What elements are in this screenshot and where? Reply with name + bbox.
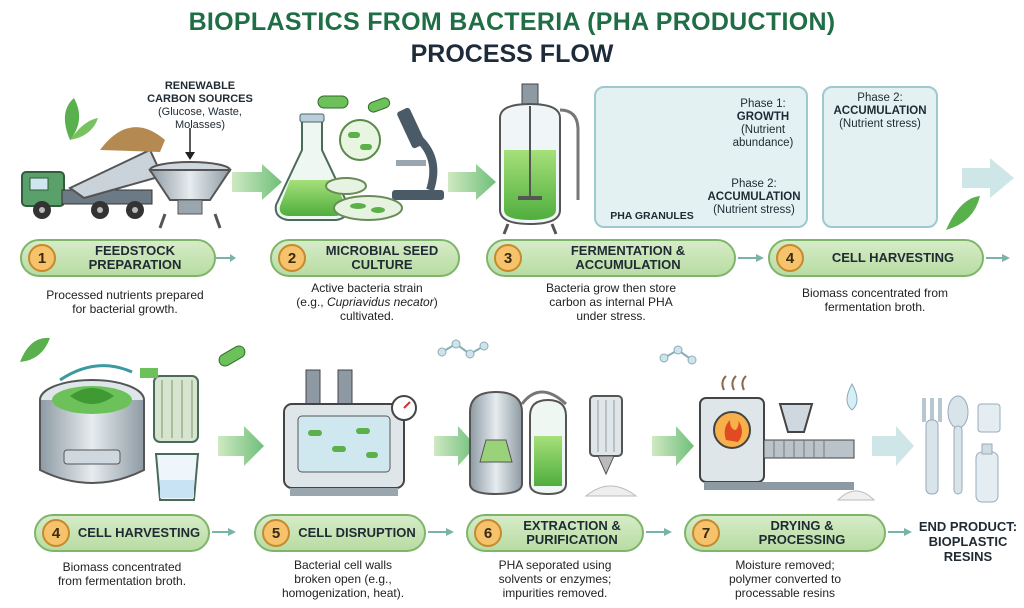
bacteria-icon	[317, 95, 391, 161]
renewable-sub-2: Molasses)	[174, 119, 226, 131]
flow-arrow-icon	[448, 164, 496, 200]
bacteria-icon	[218, 345, 246, 367]
accumulation-zoom-panel	[822, 86, 938, 228]
flow-arrow-icon	[872, 426, 914, 466]
step-3-pill: 3 FERMENTATION &ACCUMULATION	[486, 239, 736, 277]
molecule-icon	[437, 339, 489, 359]
zoom-panel-label: Phase 2: ACCUMULATION (Nutrient stress)	[833, 92, 927, 130]
step-number-badge: 1	[28, 244, 56, 272]
step-6-pill: 6 EXTRACTION &PURIFICATION	[466, 514, 644, 552]
step-4-pill: 4 CELL HARVESTING	[768, 239, 984, 277]
flow-arrow-icon	[218, 426, 264, 466]
step-label: FERMENTATION &ACCUMULATION	[570, 243, 686, 272]
step-number-badge: 7	[692, 519, 720, 547]
extraction-tanks-icon	[469, 390, 638, 497]
hopper-icon	[148, 128, 232, 229]
leaf-icon	[946, 196, 980, 230]
step-label: EXTRACTION &PURIFICATION	[523, 518, 621, 547]
step-label: CELL DISRUPTION	[298, 525, 416, 540]
step-number-badge: 2	[278, 244, 306, 272]
step-5-pill: 5 CELL DISRUPTION	[254, 514, 426, 552]
title-line-1: BIOPLASTICS FROM BACTERIA (PHA PRODUCTIO…	[188, 8, 836, 36]
phase-panel	[594, 86, 808, 228]
filter-cartridge-icon	[140, 368, 200, 501]
step-label: DRYING & PROCESSING	[758, 518, 846, 547]
step-label: CELL HARVESTING	[77, 525, 201, 540]
centrifuge-icon	[39, 364, 145, 484]
step-number-badge: 5	[262, 519, 290, 547]
petri-dish-icon	[325, 177, 403, 221]
renewable-heading-2: CARBON SOURCES	[147, 93, 253, 105]
phase2-label: Phase 2: ACCUMULATION (Nutrient stress)	[707, 178, 801, 216]
leaf-icon	[20, 337, 50, 362]
bioreactor-icon	[499, 83, 580, 235]
flow-arrow-icon	[434, 426, 476, 466]
title-line-2: PROCESS FLOW	[410, 40, 614, 68]
step-7-pill: 7 DRYING & PROCESSING	[684, 514, 886, 552]
end-product-label: END PRODUCT: BIOPLASTIC RESINS	[918, 519, 1018, 564]
phase1-label: Phase 1: GROWTH (Nutrient abundance)	[732, 98, 794, 149]
step-number-badge: 4	[776, 244, 804, 272]
step-number-badge: 3	[494, 244, 522, 272]
step-label: CELL HARVESTING	[831, 250, 955, 265]
renewable-sources-label: RENEWABLE CARBON SOURCES (Glucose, Waste…	[130, 80, 270, 132]
step-number-badge: 4	[42, 519, 70, 547]
flow-arrow-icon	[232, 164, 282, 200]
step-number-badge: 6	[474, 519, 502, 547]
water-drop-icon	[846, 382, 858, 411]
truck-icon	[21, 127, 165, 219]
pha-granules-label: PHA GRANULES	[610, 210, 694, 222]
homogenizer-icon	[283, 369, 417, 496]
renewable-sub-1: (Glucose, Waste,	[158, 106, 242, 118]
step-4b-pill: 4 CELL HARVESTING	[34, 514, 210, 552]
flow-arrow-icon	[962, 158, 1014, 198]
flow-arrow-icon	[652, 426, 694, 466]
microscope-icon	[392, 107, 444, 200]
dryer-extruder-icon	[699, 375, 876, 501]
step-2-description: Active bacteria strain (e.g., Cupriavidu…	[296, 281, 438, 323]
leaf-icon	[64, 98, 98, 140]
renewable-heading-1: RENEWABLE	[164, 80, 236, 92]
bioplastic-products-icon	[922, 395, 1001, 503]
molecule-icon	[659, 345, 697, 365]
